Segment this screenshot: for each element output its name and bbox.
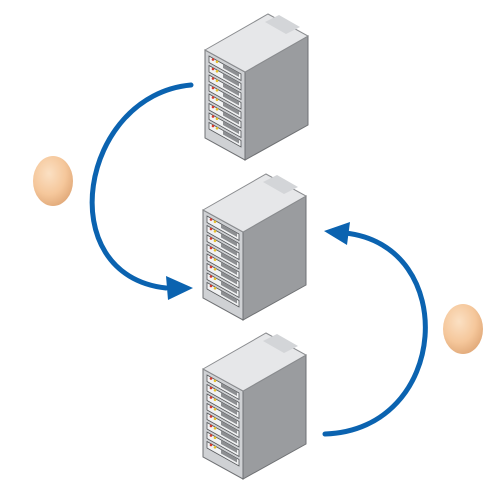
status-led [213, 398, 217, 402]
status-led [213, 220, 217, 224]
status-led [215, 60, 219, 64]
server-drive-bay [206, 243, 240, 270]
status-led [209, 443, 213, 447]
arrow-bottom-to-middle [322, 222, 428, 437]
status-led [211, 96, 215, 99]
server-drive-bay [206, 402, 240, 429]
status-led [213, 268, 217, 271]
status-led [215, 98, 219, 102]
status-led [215, 127, 219, 130]
status-led [211, 115, 215, 118]
server-tower-icon [201, 332, 308, 480]
status-led [209, 386, 213, 390]
status-led [209, 284, 213, 288]
status-led [211, 67, 215, 71]
arrowhead [324, 222, 350, 245]
server-vent [263, 175, 298, 194]
server-drive-bay [206, 281, 240, 308]
status-led [211, 86, 215, 90]
server-drive-bay [208, 55, 242, 82]
status-led [209, 275, 213, 278]
status-led [209, 434, 213, 437]
status-led [209, 265, 213, 269]
server-drive-bay [208, 121, 242, 148]
server-drive-bay [206, 215, 240, 242]
server-drive-bay [206, 272, 240, 299]
egg-icon [33, 156, 73, 206]
arrowhead [166, 276, 193, 300]
server-drive-bay [208, 64, 242, 91]
status-led [209, 405, 213, 409]
server-drive-bay [206, 383, 240, 410]
status-led [209, 246, 213, 250]
server-drive-bay [206, 224, 240, 251]
status-led [209, 237, 213, 240]
status-led [209, 227, 213, 231]
status-led [213, 379, 217, 383]
arrow-curve [322, 230, 428, 437]
server-drive-bay [206, 253, 240, 280]
status-led [213, 230, 217, 233]
server-drive-bay [206, 393, 240, 420]
status-led [209, 396, 213, 399]
server-drive-bay [206, 234, 240, 261]
status-led [211, 105, 215, 109]
status-led [213, 436, 217, 440]
status-led [213, 239, 217, 243]
server-tower-icon [201, 173, 308, 321]
status-led [209, 424, 213, 428]
status-led [213, 287, 217, 290]
server-tower-icon [203, 13, 310, 161]
status-led [211, 124, 215, 128]
server-drive-bay [208, 83, 242, 110]
status-led [213, 408, 217, 411]
egg-icon [443, 304, 483, 354]
server-drive-bay [206, 374, 240, 401]
server-drive-bay [206, 412, 240, 439]
server-drive-bay [208, 102, 242, 129]
server-vent [265, 15, 300, 34]
server-drive-bay [208, 93, 242, 120]
server-drive-bay [206, 440, 240, 467]
server-drive-bay [206, 262, 240, 289]
status-led [215, 117, 219, 121]
status-led [209, 415, 213, 418]
status-led [209, 218, 213, 221]
status-led [209, 377, 213, 380]
status-led [215, 79, 219, 83]
status-led [211, 58, 215, 61]
status-led [209, 256, 213, 259]
status-led [213, 277, 217, 281]
arrow-top-to-middle [89, 82, 194, 300]
server-drive-bay [206, 421, 240, 448]
status-led [211, 77, 215, 80]
status-led [213, 446, 217, 449]
status-led [215, 70, 219, 73]
server-vent [263, 334, 298, 353]
status-led [213, 389, 217, 392]
status-led [213, 427, 217, 430]
server-drive-bay [208, 112, 242, 139]
server-drive-bay [206, 431, 240, 458]
arrow-curve [89, 82, 194, 291]
server-drive-bay [208, 74, 242, 101]
status-led [215, 89, 219, 92]
status-led [213, 249, 217, 252]
status-led [215, 108, 219, 111]
status-led [213, 258, 217, 262]
status-led [213, 417, 217, 421]
